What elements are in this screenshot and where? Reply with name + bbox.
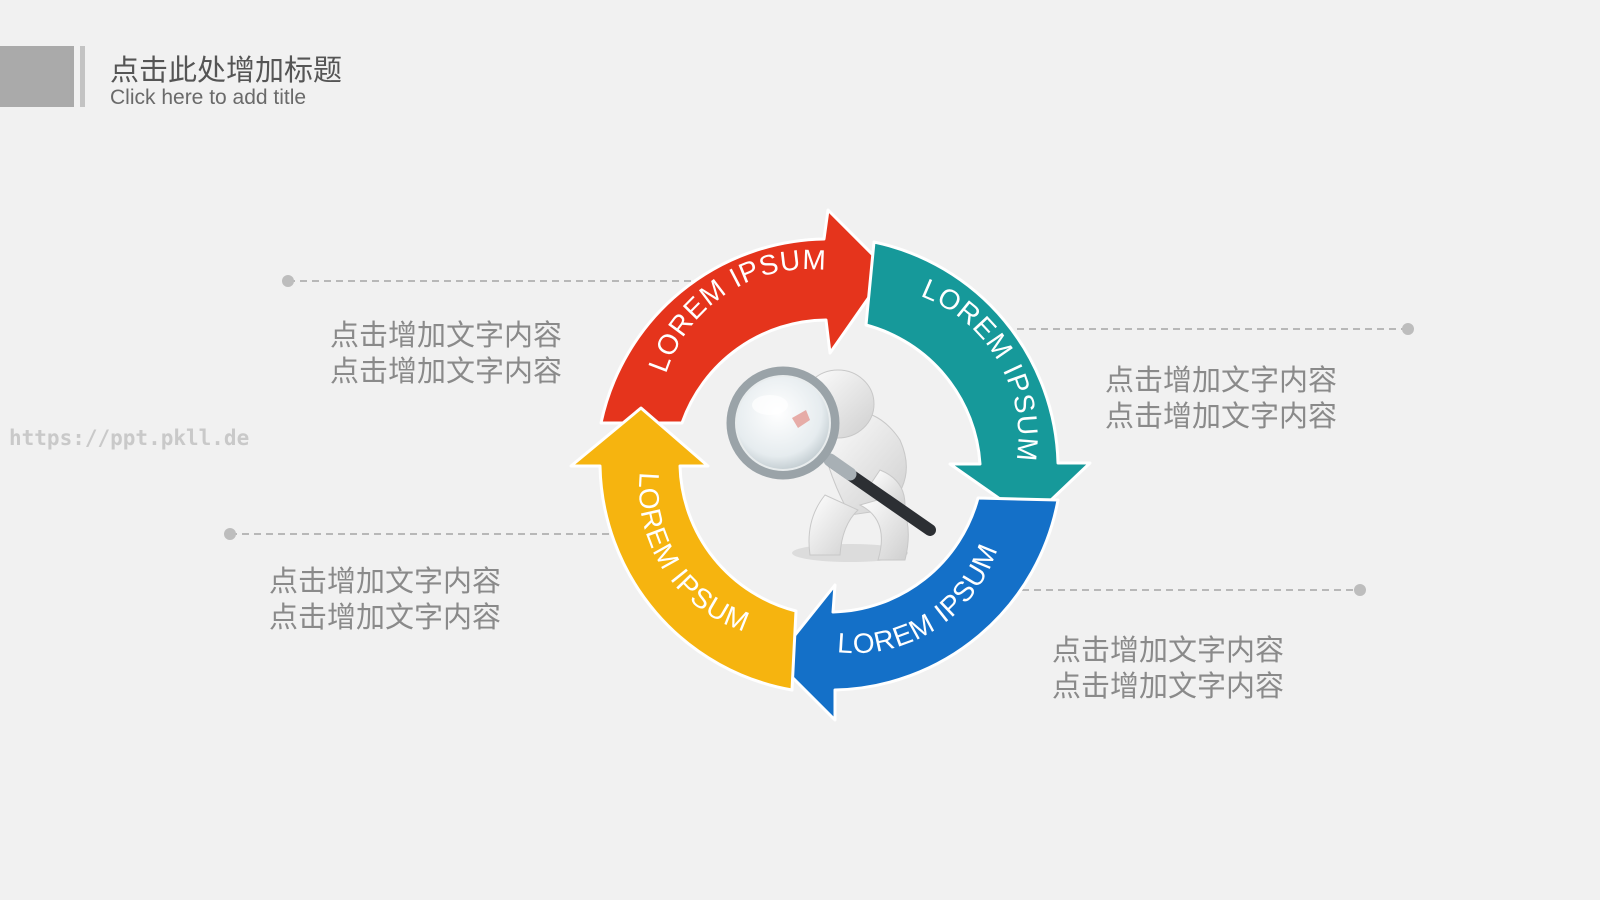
cycle-arrow-teal[interactable]: [864, 240, 1092, 522]
callout-bottom-right[interactable]: 点击增加文字内容 点击增加文字内容: [1052, 632, 1284, 704]
callout-bottom-left-line1: 点击增加文字内容: [269, 564, 502, 598]
page-subtitle[interactable]: Click here to add title: [110, 86, 307, 109]
cycle-arrow-blue[interactable]: [773, 496, 1060, 722]
callout-right-line1: 点击增加文字内容: [1105, 363, 1338, 397]
leader-dot-bottom-left: [224, 528, 236, 540]
leader-dot-bottom-right: [1354, 584, 1366, 596]
callout-right-line2: 点击增加文字内容: [1105, 399, 1338, 433]
callout-bottom-right-line2: 点击增加文字内容: [1052, 669, 1285, 703]
leader-lines: [230, 280, 1408, 591]
watermark-url: https://ppt.pkll.de: [9, 426, 250, 450]
callout-top-left-line2: 点击增加文字内容: [330, 354, 563, 388]
title-accent-bar: [80, 46, 85, 107]
title-accent-block: [0, 46, 74, 107]
callout-top-left-line1: 点击增加文字内容: [330, 318, 563, 352]
leader-dot-top-left: [282, 275, 294, 287]
cycle-arrow-yellow[interactable]: [569, 406, 798, 692]
callout-right[interactable]: 点击增加文字内容 点击增加文字内容: [1105, 362, 1337, 434]
callout-top-left[interactable]: 点击增加文字内容 点击增加文字内容: [330, 317, 562, 389]
callout-bottom-left[interactable]: 点击增加文字内容 点击增加文字内容: [269, 563, 501, 635]
page-title[interactable]: 点击此处增加标题: [110, 53, 343, 87]
leader-dots: [224, 275, 1414, 596]
callout-bottom-left-line2: 点击增加文字内容: [269, 600, 502, 634]
callout-bottom-right-line1: 点击增加文字内容: [1052, 633, 1285, 667]
cycle-arrow-red[interactable]: [599, 208, 890, 425]
leader-dot-right: [1402, 323, 1414, 335]
magnifier-person-icon: [726, 366, 936, 562]
